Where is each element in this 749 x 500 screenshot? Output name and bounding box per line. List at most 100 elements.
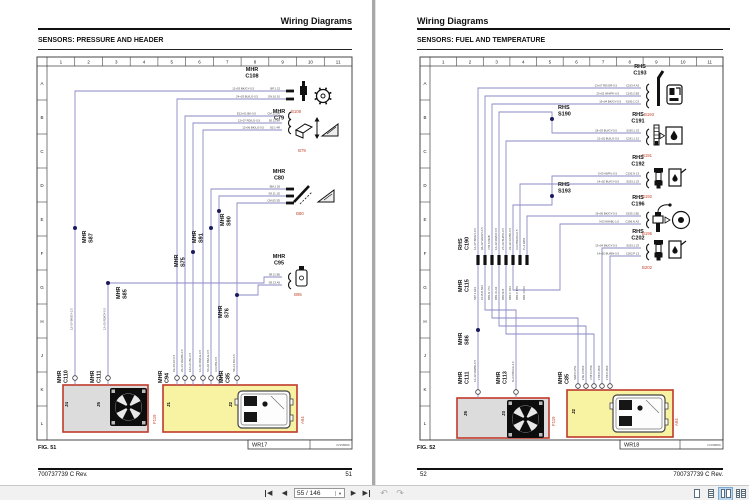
label-line: MHR	[218, 305, 224, 318]
page-indicator-input[interactable]: 55 / 146 ▼	[294, 488, 345, 498]
connector-pin	[646, 99, 650, 109]
wire	[498, 111, 641, 255]
doc-number: 700737739 C Rev.	[38, 472, 88, 478]
wire-code-label: S193.1 23	[626, 180, 639, 184]
previous-page-button[interactable]: ◀	[279, 487, 290, 499]
cylarrow-icon	[294, 117, 339, 139]
two-up-continuous-view-button[interactable]	[734, 488, 747, 500]
wire-code-label: J7/8 C175A	[589, 365, 593, 380]
grid-row-label: G	[40, 285, 44, 290]
two-up-view-button[interactable]	[718, 486, 733, 500]
wire-code-label: S8+13 BU-0.5	[232, 354, 236, 372]
wire	[192, 122, 282, 385]
pdf-toolbar: ◀ ◀ 55 / 146 ▼ ▶ ▶ ↶ ↷	[0, 485, 749, 500]
wire-code-label: C196.N A2	[625, 220, 639, 224]
grid-col-label: 6	[575, 60, 578, 65]
page-indicator-value: 55 / 146	[297, 489, 321, 497]
last-page-button[interactable]: ▶	[360, 487, 373, 499]
wire-code-label: BP.1 22	[270, 87, 280, 91]
page-header: Wiring Diagrams	[417, 16, 489, 26]
connector-pin	[646, 219, 650, 229]
wire-code-label: S193.1 B2	[626, 212, 640, 216]
grid-frame	[36, 56, 353, 441]
label-line: S86	[465, 335, 471, 345]
tempsender-icon	[652, 203, 672, 232]
label-line: RHS	[632, 112, 644, 118]
page-dropdown-icon[interactable]: ▼	[335, 490, 342, 496]
junction-dot	[209, 226, 213, 230]
connector-pin	[575, 383, 581, 389]
grid-col-label: 2	[469, 60, 472, 65]
previous-view-button[interactable]: ↶	[377, 487, 391, 499]
connector-pin	[646, 83, 650, 93]
connector-pin	[182, 375, 188, 381]
wire-code-label: 24+02 GY/BK-0.5	[508, 228, 512, 250]
label-line: RHS	[632, 155, 644, 161]
grid-col-label: 5	[549, 60, 552, 65]
grid-col-label: 6	[198, 60, 201, 65]
continuous-view-button[interactable]	[704, 488, 717, 500]
wire-code-label: 27+02 BU/PK-0.5	[501, 228, 505, 250]
wire-code-label: 12+03 BK/GY-0.5	[232, 87, 254, 91]
wire-code-label: C193.2 B3	[626, 92, 640, 96]
connector-pin	[234, 375, 240, 381]
connector-pin	[483, 255, 487, 265]
connector-pin	[216, 375, 222, 381]
label-line: S87	[89, 233, 95, 243]
component-ref-label: B192	[642, 194, 653, 199]
wire-code-label: 13+04 BK/GY-0.5	[595, 244, 617, 248]
wire-code-label: 12+07 BK/GY-2.5	[70, 308, 74, 330]
label-line: C108	[245, 74, 258, 80]
label-line: C196	[631, 202, 644, 208]
label-line: FIG. 52	[417, 445, 435, 451]
single-page-view-button[interactable]	[690, 488, 703, 500]
label-line: C113	[503, 371, 509, 384]
plugsensor-icon	[654, 240, 663, 261]
wire-code-label: BM.1 20	[270, 185, 281, 189]
component-ref-label: B80	[296, 211, 304, 216]
wire	[202, 129, 282, 385]
label-line: J5	[96, 401, 101, 407]
oilbox-icon	[659, 126, 683, 145]
junction-dot	[476, 328, 480, 332]
connector-pin	[200, 375, 206, 381]
connector-pin	[286, 89, 294, 93]
next-view-button[interactable]: ↷	[393, 487, 407, 499]
grid-row-label: K	[423, 387, 426, 392]
label-line: S75	[181, 257, 187, 267]
wire-code-label: S8.11 B5	[269, 273, 281, 277]
thermo-icon	[653, 124, 660, 146]
grid-row-label: B	[423, 115, 426, 120]
label-line: MHR	[458, 332, 464, 345]
label-line: MHR	[558, 371, 564, 384]
wire-code-label: 13+07 RD/OR-0.5	[595, 84, 618, 88]
next-page-button[interactable]: ▶	[348, 487, 359, 499]
first-page-icon	[264, 489, 267, 497]
label-line: MHR	[219, 370, 225, 383]
grid-row-label: B	[40, 115, 43, 120]
label-line: C111	[97, 370, 103, 383]
wire-code-label: SG8 C175L	[573, 365, 577, 380]
sensor-icon	[295, 266, 308, 287]
label-line: MHR	[273, 254, 286, 260]
grid-row-label: G	[423, 285, 427, 290]
label-line: FIG. 51	[38, 445, 56, 451]
section-rule	[38, 49, 352, 50]
junction-dot	[106, 281, 110, 285]
wire	[519, 183, 641, 255]
wire-code-label: 18+03 BU/GY-0.5	[595, 129, 617, 133]
connector-pin	[646, 179, 650, 189]
grid-row-label: A	[40, 81, 43, 86]
first-page-button[interactable]: ◀	[262, 487, 275, 499]
wire-code-label: S0.1 4R	[270, 126, 280, 130]
component-ref-label: B193	[644, 112, 655, 117]
connector-pin	[105, 375, 111, 381]
wire-code-label: 12+03 RD/GY-0.5	[103, 308, 107, 330]
single-page-icon	[693, 489, 700, 498]
